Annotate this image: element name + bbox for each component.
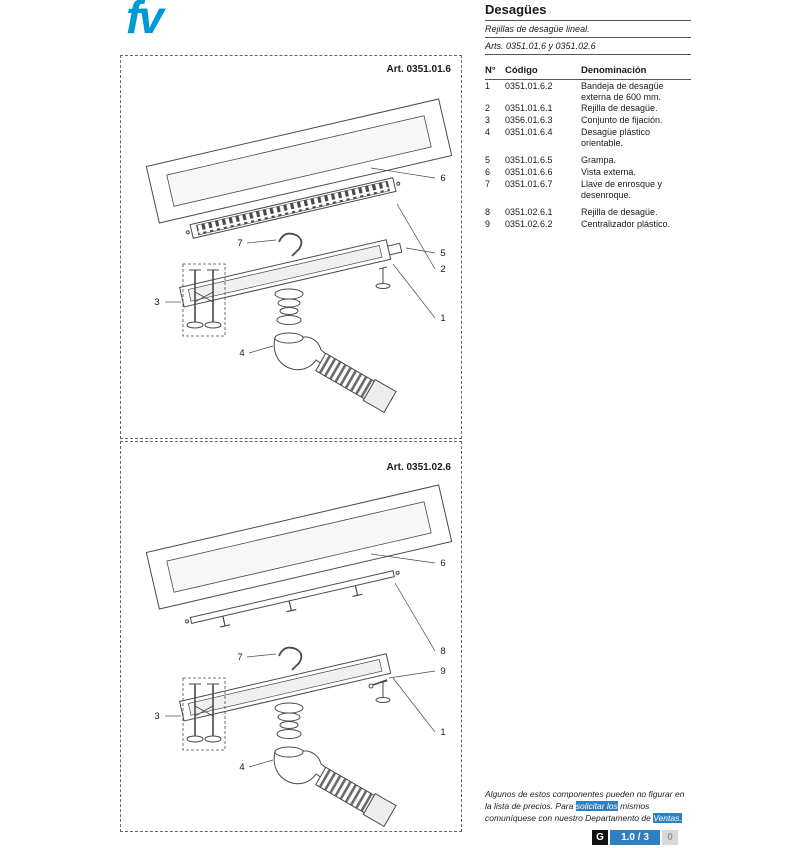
table-row: 8 0351.02.6.1 Rejilla de desagüe. xyxy=(485,206,658,217)
leveling-foot xyxy=(375,680,391,703)
diagram-frame-2: Art. 0351.02.6 xyxy=(120,441,462,832)
page-number-badge: 1.0 / 3 xyxy=(610,830,660,845)
leader-lines xyxy=(165,167,436,354)
footnote-text: mismos comuníquese con nuestro Departame… xyxy=(485,800,654,823)
tray-shape xyxy=(145,98,453,224)
callout-3: 3 xyxy=(154,297,159,308)
tray-shape xyxy=(145,484,453,610)
callout-9: 9 xyxy=(440,666,445,677)
table-row: 5 0351.01.6.5 Grampa. xyxy=(485,155,617,166)
revision-badge: 0 xyxy=(662,830,678,845)
leader-lines xyxy=(165,553,436,768)
frame-shape xyxy=(179,239,392,308)
key-shape xyxy=(278,232,303,257)
right-column: Desagües Rejillas de desagüe lineal. Art… xyxy=(485,2,691,230)
table-header-row: N° Código Denominación xyxy=(485,64,691,81)
table-row: 6 0351.01.6.6 Vista externa. xyxy=(485,166,636,177)
footnote: Algunos de estos componentes pueden no f… xyxy=(485,789,688,825)
table-row: 4 0351.01.6.4 Desagüe plástico orientabl… xyxy=(485,127,651,148)
grille-bar-shape xyxy=(185,570,400,628)
legs-shape xyxy=(182,263,226,337)
callout-7: 7 xyxy=(237,652,242,663)
callout-4: 4 xyxy=(239,348,244,359)
fv-logo: fv xyxy=(126,0,164,43)
callout-6: 6 xyxy=(440,173,445,184)
footnote-highlight: Ventas. xyxy=(653,812,682,823)
callout-3: 3 xyxy=(154,711,159,722)
section-badge: G xyxy=(592,830,608,845)
key-shape xyxy=(278,646,303,671)
trap-shape xyxy=(273,288,397,414)
grille-shape xyxy=(185,177,401,239)
frame-shape xyxy=(179,653,392,722)
diagram-frame-1: Art. 0351.01.6 xyxy=(120,55,462,439)
leveling-foot xyxy=(375,266,391,289)
col-header-name: Denominación xyxy=(581,64,691,81)
legs-shape xyxy=(182,677,226,751)
callout-1: 1 xyxy=(440,727,445,738)
col-header-code: Código xyxy=(505,64,581,81)
trap-shape xyxy=(273,702,397,828)
footnote-text: Algunos de estos componentes pueden no f… xyxy=(485,789,685,811)
exploded-diagram-2: 6 8 9 7 3 1 4 xyxy=(145,484,453,828)
col-header-num: N° xyxy=(485,64,505,81)
footnote-highlight: solicitar los xyxy=(575,800,618,811)
art-label-2: Art. 0351.02.6 xyxy=(386,462,452,473)
callout-1: 1 xyxy=(440,313,445,324)
callout-8: 8 xyxy=(440,646,445,657)
table-row: 9 0351.02.6.2 Centralizador plástico. xyxy=(485,218,671,229)
page-subtitle: Rejillas de desagüe lineal. xyxy=(485,21,691,38)
callout-5: 5 xyxy=(440,248,445,259)
footer-badges: G 1.0 / 3 0 xyxy=(592,830,678,845)
page-title: Desagües xyxy=(485,2,691,21)
article-numbers: Arts. 0351.01.6 y 0351.02.6 xyxy=(485,38,691,55)
art-label-1: Art. 0351.01.6 xyxy=(386,64,452,75)
callout-4: 4 xyxy=(239,762,244,773)
exploded-diagram-1: 6 5 2 7 3 1 4 xyxy=(145,98,453,414)
table-row: 7 0351.01.6.7 Llave de enrosque y desenr… xyxy=(485,178,663,200)
parts-table: N° Código Denominación 1 0351.01.6.2 Ban… xyxy=(485,64,691,230)
table-row: 3 0356.01.6.3 Conjunto de fijación. xyxy=(485,115,663,126)
callout-6: 6 xyxy=(440,558,445,569)
callout-2: 2 xyxy=(440,264,445,275)
callout-7: 7 xyxy=(237,238,242,249)
table-row: 2 0351.01.6.1 Rejilla de desagüe. xyxy=(485,103,658,114)
table-row: 1 0351.01.6.2 Bandeja de desagüe externa… xyxy=(485,80,664,102)
